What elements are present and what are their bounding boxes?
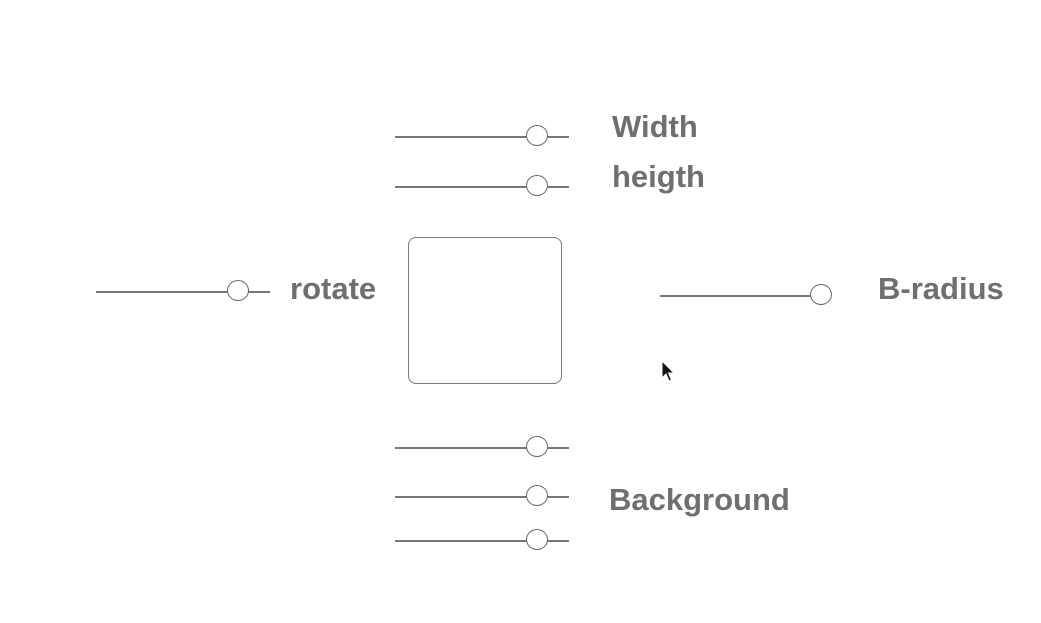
background-slider-2-track[interactable]: [395, 496, 569, 498]
height-label: heigth: [612, 159, 705, 194]
background-slider-1-thumb[interactable]: [525, 436, 548, 457]
rotate-label: rotate: [290, 271, 377, 306]
border-radius-slider-track[interactable]: [660, 295, 824, 297]
background-slider-1-track[interactable]: [395, 447, 569, 449]
background-slider-2-thumb[interactable]: [525, 485, 548, 506]
preview-box: [408, 237, 562, 384]
width-slider-track[interactable]: [395, 136, 569, 138]
height-slider[interactable]: [395, 175, 569, 199]
border-radius-slider[interactable]: [660, 284, 833, 308]
rotate-slider-thumb[interactable]: [226, 280, 249, 301]
background-label: Background: [609, 482, 790, 517]
background-slider-3[interactable]: [395, 529, 569, 553]
width-label: Width: [612, 109, 698, 144]
background-slider-3-track[interactable]: [395, 540, 569, 542]
rotate-slider[interactable]: [96, 280, 270, 304]
height-slider-track[interactable]: [395, 186, 569, 188]
rotate-slider-track[interactable]: [96, 291, 270, 293]
background-slider-3-thumb[interactable]: [525, 529, 548, 550]
arrow-cursor-icon: [661, 360, 676, 382]
background-slider-1[interactable]: [395, 436, 569, 460]
width-slider-thumb[interactable]: [525, 125, 548, 146]
border-radius-label: B-radius: [878, 271, 1004, 306]
height-slider-thumb[interactable]: [525, 175, 548, 196]
border-radius-slider-thumb[interactable]: [810, 284, 833, 305]
background-slider-2[interactable]: [395, 485, 569, 509]
width-slider[interactable]: [395, 125, 569, 149]
